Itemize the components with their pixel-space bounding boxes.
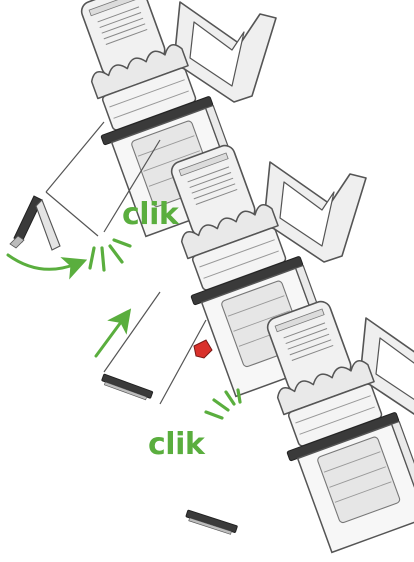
red-release-button [193,339,213,359]
arrow-icon [94,308,132,358]
step-1-open-lid [9,195,61,251]
clik-burst-icon [88,238,132,272]
step-3-vacuum-bin-closed [241,289,414,560]
clik-burst-icon [204,388,242,420]
step-1-guide-lines [45,121,161,237]
step-2-guide-lines [103,291,207,405]
step-3-clik-label: clik [148,427,205,462]
step-3-bin-base [184,509,238,537]
arrow-icon [6,253,88,280]
step-1-clik-label: clik [122,197,179,232]
step-2-bin-base [100,373,154,402]
